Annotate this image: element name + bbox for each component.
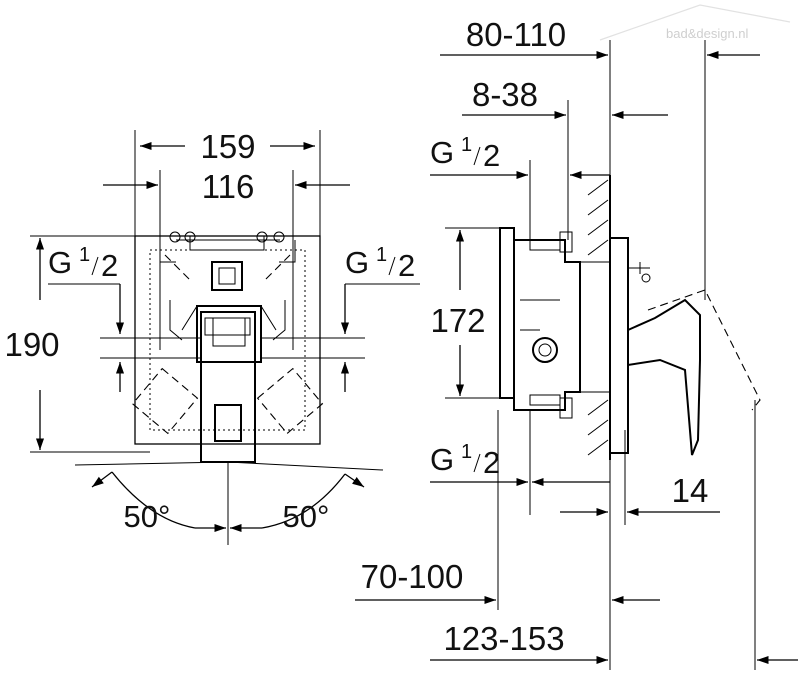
side-view: 80-110 8-38 G 1 2 172 G 1 2 [355, 16, 798, 670]
dim-width-inner: 116 [202, 168, 255, 205]
front-swing-right [256, 367, 324, 435]
dim-height: 190 [4, 326, 59, 363]
svg-text:2: 2 [483, 445, 500, 480]
side-mounting-flange [499, 227, 515, 399]
watermark-logo: bad&design.nl [599, 4, 791, 41]
svg-text:2: 2 [483, 138, 500, 173]
front-mounting-bracket [159, 231, 296, 341]
front-view: 159 116 190 G 1 2 G 1 2 [4, 128, 420, 545]
dim-cover-depth: 14 [672, 472, 709, 509]
side-cover-plate [609, 237, 629, 454]
front-valve-body [196, 305, 262, 363]
side-valve-body [513, 239, 581, 411]
svg-text:G: G [345, 245, 369, 280]
angle-left: 50° [124, 499, 171, 534]
svg-text:1: 1 [376, 244, 387, 266]
svg-text:1: 1 [461, 441, 472, 463]
svg-text:2: 2 [398, 248, 415, 283]
angle-right: 50° [283, 499, 330, 534]
side-lever [627, 298, 701, 456]
front-wall-plate [134, 235, 321, 445]
svg-text:G: G [430, 442, 454, 477]
side-wall-hatch [587, 179, 609, 456]
dim-bottom-range-2: 123-153 [443, 620, 564, 657]
dim-bottom-range-1: 70-100 [361, 558, 464, 595]
front-swing-left [131, 367, 199, 435]
thread-label-top: G 1 2 [430, 134, 500, 173]
thread-label-right: G 1 2 [345, 244, 415, 283]
thread-label-left: G 1 2 [48, 244, 118, 283]
svg-text:1: 1 [79, 244, 90, 266]
front-lever-handle [200, 311, 256, 463]
svg-text:G: G [48, 245, 72, 280]
svg-text:2: 2 [101, 248, 118, 283]
watermark-text: bad&design.nl [666, 26, 749, 41]
front-inner-guide [149, 249, 306, 431]
side-inlet-port [532, 337, 558, 363]
svg-text:1: 1 [461, 134, 472, 156]
side-lever-swing [647, 289, 761, 411]
front-lever-logo-plate [214, 404, 242, 442]
dim-top-range: 80-110 [466, 16, 566, 53]
svg-text:G: G [430, 135, 454, 170]
thread-label-bottom: G 1 2 [430, 441, 500, 480]
dim-body-height: 172 [430, 302, 485, 339]
dim-width-outer: 159 [200, 128, 255, 165]
dim-second-range: 8-38 [472, 76, 538, 113]
